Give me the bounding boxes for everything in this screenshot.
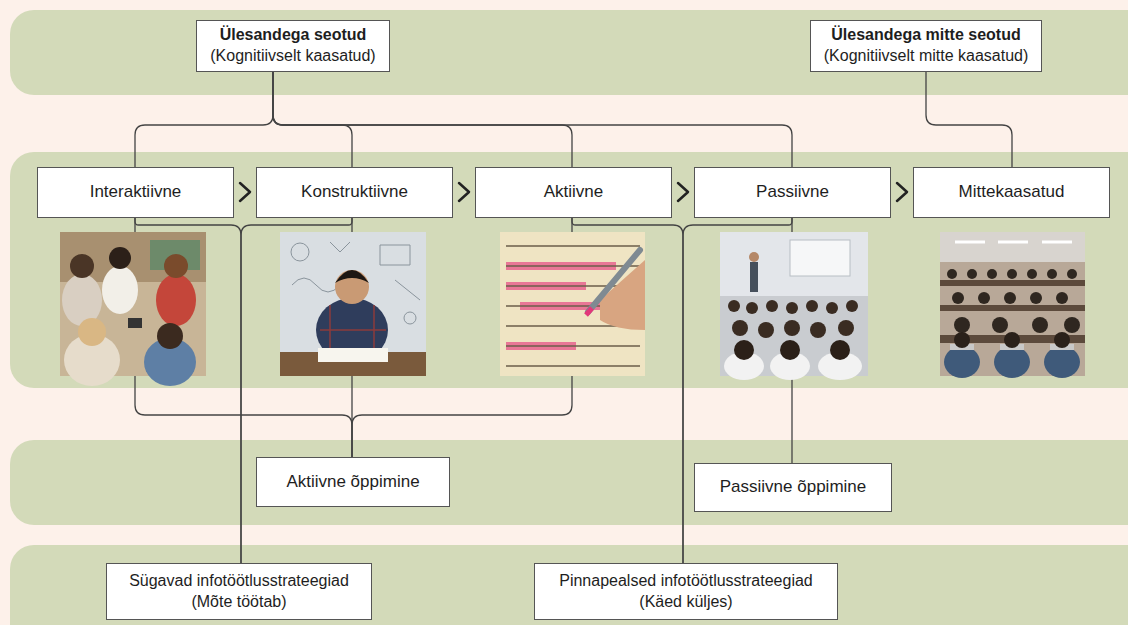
process-box: Ülesandega seotud(Kognitiivselt kaasatud… [196,20,390,72]
node-text: Passiivne [756,181,829,203]
node-text: Pinnapealsed infotöötlusstrateegiad [559,571,813,592]
photo-highlighting [500,232,645,376]
node-text: (Kognitiivselt kaasatud) [210,46,375,67]
process-box: Passiivne [694,167,891,218]
connector [135,72,273,167]
process-box: Passiivne õppimine [694,463,892,512]
node-text: Sügavad infotöötlusstrateegiad [129,571,349,592]
node-text: Aktiivne [544,181,604,203]
node-text: (Kognitiivselt mitte kaasatud) [824,46,1029,67]
process-box: Aktiivne [475,167,672,218]
photo-student-writing [280,232,426,376]
connector [273,72,572,167]
node-text: Ülesandega seotud [220,25,367,46]
connector [926,72,1012,167]
process-box: Mittekaasatud [913,167,1110,218]
node-text: Konstruktiivne [301,181,408,203]
connector [273,72,792,167]
connector [135,218,241,563]
node-text: Mittekaasatud [959,181,1065,203]
process-box: Ülesandega mitte seotud(Kognitiivselt mi… [810,20,1042,72]
photo-lecture [720,232,868,380]
node-text: Passiivne õppimine [720,476,866,498]
photo-disengaged-hall [940,232,1085,378]
process-box: Interaktiivne [37,167,234,218]
process-box: Aktiivne õppimine [256,457,450,507]
node-text: Aktiivne õppimine [286,471,419,493]
photo-group-discussion [60,232,206,386]
process-box: Sügavad infotöötlusstrateegiad(Mõte tööt… [106,563,372,620]
process-box: Konstruktiivne [256,167,453,218]
band [10,440,1128,525]
node-text: Interaktiivne [90,181,182,203]
node-text: (Mõte töötab) [191,592,286,613]
connector [273,72,352,167]
node-text: Ülesandega mitte seotud [831,25,1020,46]
process-box: Pinnapealsed infotöötlusstrateegiad(Käed… [534,563,838,620]
node-text: (Käed küljes) [639,592,732,613]
